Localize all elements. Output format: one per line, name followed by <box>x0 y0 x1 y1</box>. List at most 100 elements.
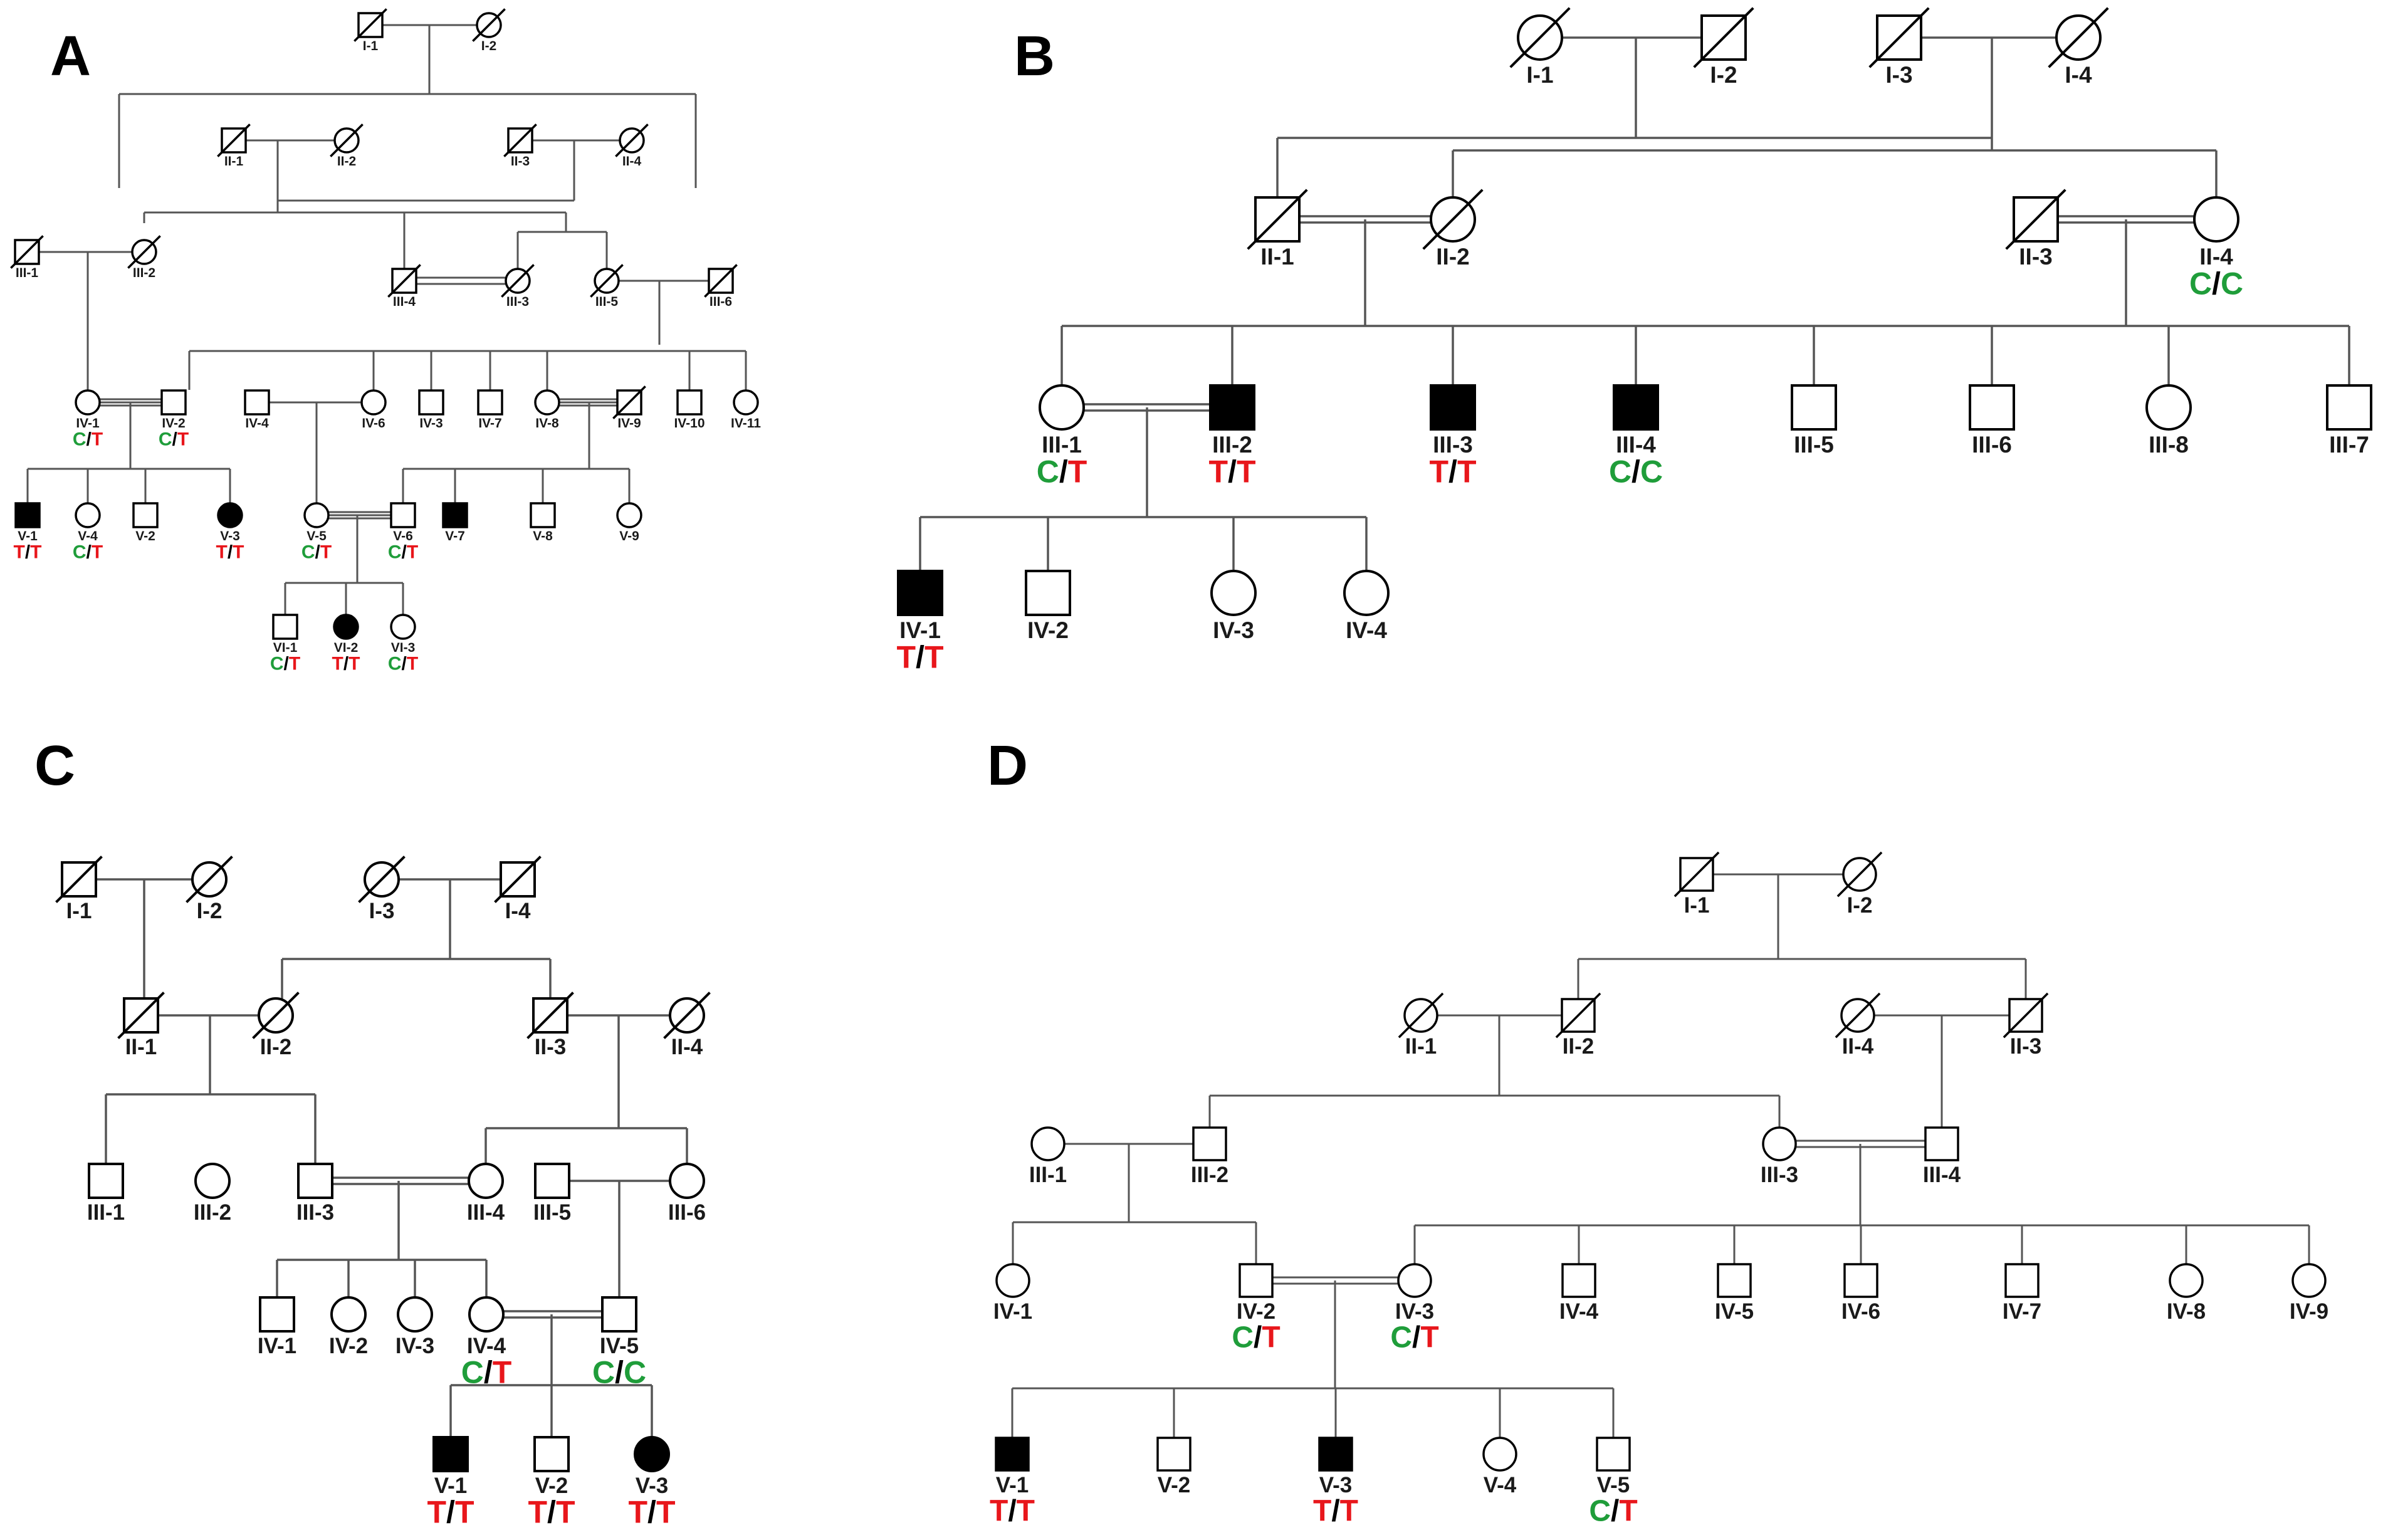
individual-label: II-1 <box>1260 244 1294 270</box>
individual-label: III-2 <box>194 1200 231 1225</box>
female-symbol <box>1343 570 1390 616</box>
connection-lines <box>26 24 747 614</box>
individual-label: IV-6 <box>1841 1299 1880 1324</box>
individual-label: II-3 <box>2019 244 2052 270</box>
individual-v-3: V-3T/T <box>1313 1437 1358 1528</box>
male-symbol <box>259 1296 295 1333</box>
individual-label: IV-7 <box>478 416 501 431</box>
individual-v-1: V-1T/T <box>14 502 42 563</box>
deceased-slash <box>10 235 44 269</box>
individual-ii-3: II-3 <box>526 992 574 1059</box>
male-symbol <box>1717 1263 1752 1298</box>
individual-label: IV-1 <box>993 1299 1032 1324</box>
male-symbol <box>297 1163 333 1199</box>
female-symbol <box>2169 1263 2204 1298</box>
individual-iii-3: III-3 <box>1761 1126 1798 1187</box>
affected-male-symbol <box>995 1437 1030 1472</box>
connection-lines <box>1011 873 2310 1438</box>
genotype-label: T/T <box>990 1495 1035 1528</box>
deceased-slash <box>330 123 364 157</box>
genotype-label: C/T <box>388 654 418 674</box>
individual-iv-4: IV-4 <box>1343 570 1390 643</box>
individual-iv-9: IV-9 <box>2290 1263 2328 1324</box>
female-symbol <box>1397 1263 1432 1298</box>
male-symbol <box>160 389 187 416</box>
individual-ii-1: II-1 <box>117 992 165 1059</box>
individual-label: III-1 <box>87 1200 125 1225</box>
individual-i-4: I-4 <box>494 856 542 923</box>
male-symbol <box>272 614 298 640</box>
individual-label: IV-2 <box>162 416 185 431</box>
individual-iii-2: III-2 <box>127 235 161 280</box>
individual-iv-3: IV-3 <box>418 389 444 431</box>
individual-i-1: I-1 <box>1673 851 1720 918</box>
individual-label: V-5 <box>306 529 327 543</box>
genotype-label: C/C <box>1609 454 1663 490</box>
female-symbol <box>75 502 101 528</box>
individual-v-3: V-3T/T <box>629 1436 676 1530</box>
male-symbol <box>1561 1263 1596 1298</box>
genotype-label: C/T <box>1589 1495 1637 1528</box>
individual-label: II-3 <box>2010 1034 2042 1059</box>
affected-male-symbol <box>432 1436 469 1472</box>
deceased-slash <box>1835 992 1881 1039</box>
male-symbol <box>88 1163 124 1199</box>
genotype-label: T/T <box>332 654 360 674</box>
male-symbol <box>1969 384 2015 431</box>
affected-male-symbol <box>442 502 468 528</box>
affected-female-symbol <box>217 502 243 528</box>
individual-label: V-7 <box>445 529 465 543</box>
individual-iv-2: IV-2 <box>1025 570 1071 643</box>
genotype-label: C/T <box>1232 1321 1280 1354</box>
deceased-slash <box>1422 189 1484 250</box>
individual-label: IV-10 <box>674 416 704 431</box>
female-symbol <box>669 1163 705 1199</box>
individual-i-1: I-1 <box>354 8 387 53</box>
individual-i-2: I-2 <box>186 856 233 923</box>
deceased-slash <box>252 992 300 1039</box>
individual-label: III-3 <box>506 295 529 309</box>
individual-label: IV-7 <box>2003 1299 2041 1324</box>
individual-iv-2: IV-2C/T <box>1232 1263 1281 1354</box>
female-symbol <box>330 1296 367 1333</box>
genotype-label: T/T <box>1430 454 1477 490</box>
female-symbol <box>390 614 416 640</box>
individual-ii-1: II-1 <box>217 123 251 169</box>
individual-ii-2: II-2 <box>252 992 300 1059</box>
individual-ii-4: II-4 <box>615 123 649 169</box>
panel-label: C <box>34 735 75 797</box>
individual-iii-3: III-3 <box>296 1163 334 1225</box>
individual-label: VI-3 <box>391 641 416 655</box>
female-symbol <box>1482 1437 1517 1472</box>
deceased-slash <box>55 856 103 903</box>
male-symbol <box>1192 1126 1227 1161</box>
female-symbol <box>616 502 642 528</box>
individual-iii-4: III-4C/C <box>1609 384 1663 490</box>
individual-label: II-2 <box>337 154 356 169</box>
individual-iii-5: III-5 <box>1791 384 1837 458</box>
individual-label: II-2 <box>1563 1034 1595 1059</box>
genotype-label: C/C <box>592 1355 646 1390</box>
male-symbol <box>477 389 503 416</box>
individual-label: I-2 <box>197 899 223 923</box>
individual-label: II-1 <box>1405 1034 1437 1059</box>
individual-label: V-2 <box>1158 1473 1191 1497</box>
male-symbol <box>132 502 159 528</box>
male-symbol <box>1025 570 1071 616</box>
individual-vi-3: VI-3C/T <box>388 614 418 674</box>
individual-iv-3: IV-3 <box>395 1296 434 1358</box>
individual-label: I-3 <box>369 899 395 923</box>
affected-male-symbol <box>1318 1437 1353 1472</box>
individual-v-5: V-5C/T <box>301 502 332 563</box>
individual-label: IV-5 <box>1715 1299 1754 1324</box>
female-symbol <box>468 1163 504 1199</box>
deceased-slash <box>1836 851 1883 898</box>
individual-iv-7: IV-7 <box>2003 1263 2041 1324</box>
individual-i-2: I-2 <box>1836 851 1883 918</box>
individual-label: IV-1 <box>76 416 100 431</box>
female-symbol <box>360 389 387 416</box>
individual-label: II-4 <box>2199 244 2233 270</box>
panel-label: A <box>50 25 91 88</box>
